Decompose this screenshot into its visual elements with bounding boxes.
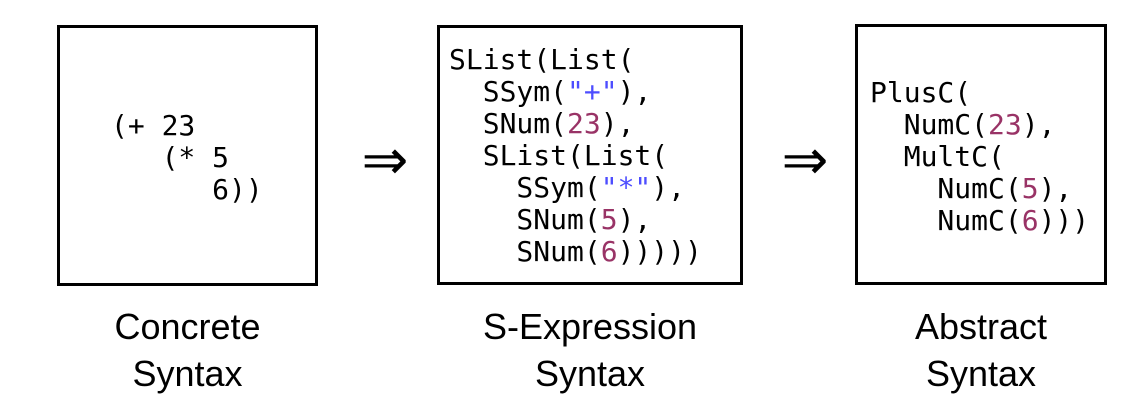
code-token-number: 5	[1021, 172, 1039, 205]
s-expression-syntax-code: SList(List( SSym("+"), SNum(23), SList(L…	[440, 28, 740, 268]
s-expression-syntax-label: S-Expression Syntax	[482, 306, 698, 394]
code-line: NumC(5),	[870, 173, 1104, 205]
code-token-plain: SList(List(	[449, 43, 635, 76]
concrete-syntax-code: (+ 23 (* 5 6))	[60, 28, 315, 206]
code-line: NumC(23),	[870, 109, 1104, 141]
code-token-plain: 6))	[111, 173, 263, 206]
code-token-plain: NumC(	[870, 108, 989, 141]
double-arrow-glyph: ⇒	[361, 127, 409, 193]
code-line: MultC(	[870, 141, 1104, 173]
code-token-plain: ),	[617, 203, 652, 236]
code-line: SList(List(	[449, 44, 740, 76]
code-token-number: 23	[988, 108, 1022, 141]
code-token-plain: NumC(	[870, 172, 1022, 205]
double-arrow-icon: ⇒	[345, 128, 425, 193]
code-line: SList(List(	[449, 140, 740, 172]
code-token-plain: (+ 23	[111, 109, 196, 142]
code-line: (* 5	[111, 142, 315, 174]
code-token-string: "+"	[567, 75, 618, 108]
code-token-plain: (* 5	[111, 141, 230, 174]
abstract-syntax-box: PlusC( NumC(23), MultC( NumC(5), NumC(6)…	[855, 24, 1107, 285]
concrete-syntax-box: (+ 23 (* 5 6))	[57, 25, 318, 286]
double-arrow-glyph: ⇒	[781, 127, 829, 193]
code-line: (+ 23	[111, 110, 315, 142]
code-token-number: 6	[1021, 204, 1039, 237]
code-token-string: "*"	[600, 171, 652, 204]
code-token-plain: MultC(	[870, 140, 1005, 173]
code-line: SNum(23),	[449, 108, 740, 140]
code-line: PlusC(	[870, 77, 1104, 109]
code-token-plain: SNum(	[449, 107, 568, 140]
code-token-plain: ),	[600, 107, 635, 140]
abstract-syntax-code: PlusC( NumC(23), MultC( NumC(5), NumC(6)…	[858, 27, 1104, 237]
s-expression-syntax-box: SList(List( SSym("+"), SNum(23), SList(L…	[437, 25, 743, 285]
code-token-plain: )))))	[617, 235, 702, 268]
code-token-plain: SList(List(	[449, 139, 669, 172]
code-token-number: 23	[567, 107, 601, 140]
concrete-syntax-label: Concrete Syntax	[114, 306, 261, 394]
abstract-syntax-label: Abstract Syntax	[914, 306, 1048, 394]
code-token-plain: ),	[651, 171, 686, 204]
code-token-plain: ),	[1021, 108, 1056, 141]
code-token-plain: SNum(	[449, 235, 601, 268]
code-line: 6))	[111, 174, 315, 206]
code-token-plain: )))	[1038, 204, 1090, 237]
code-token-plain: ),	[1038, 172, 1073, 205]
code-token-plain: NumC(	[870, 204, 1022, 237]
double-arrow-icon: ⇒	[765, 128, 845, 193]
code-line: SNum(5),	[449, 204, 740, 236]
code-token-number: 5	[600, 203, 618, 236]
code-token-number: 6	[600, 235, 618, 268]
code-line: SSym("*"),	[449, 172, 740, 204]
code-line: SNum(6)))))	[449, 236, 740, 268]
code-line: SSym("+"),	[449, 76, 740, 108]
code-token-plain: SNum(	[449, 203, 601, 236]
code-token-plain: ),	[617, 75, 652, 108]
code-token-plain: SSym(	[449, 75, 568, 108]
code-token-plain: PlusC(	[870, 76, 972, 109]
code-token-plain: SSym(	[449, 171, 601, 204]
code-line: NumC(6)))	[870, 205, 1104, 237]
